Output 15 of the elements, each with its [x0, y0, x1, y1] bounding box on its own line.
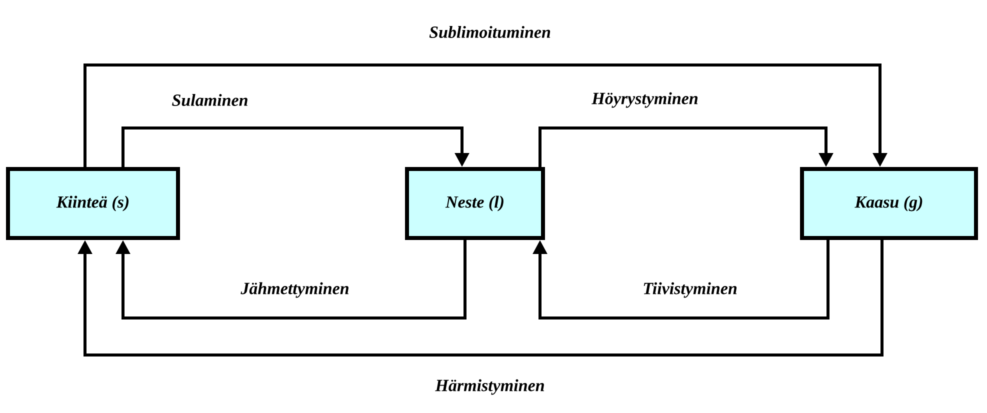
state-box: Neste (l)	[405, 167, 545, 240]
arrow	[122, 126, 470, 167]
state-box: Kaasu (g)	[800, 167, 978, 240]
edge-label: Sublimoituminen	[429, 26, 550, 38]
edge-label: Tiivistyminen	[644, 282, 737, 298]
arrow	[532, 240, 830, 320]
edge-label: Härmistyminen	[435, 379, 544, 395]
arrow	[116, 240, 466, 320]
edge-label: Jähmettyminen	[240, 282, 348, 298]
state-box: Kiinteä (s)	[6, 167, 180, 240]
arrow	[78, 240, 884, 356]
edge-label: Sulaminen	[172, 94, 248, 106]
edge-label: Höyrystyminen	[592, 92, 698, 108]
arrow	[84, 64, 888, 167]
arrow	[538, 126, 834, 167]
